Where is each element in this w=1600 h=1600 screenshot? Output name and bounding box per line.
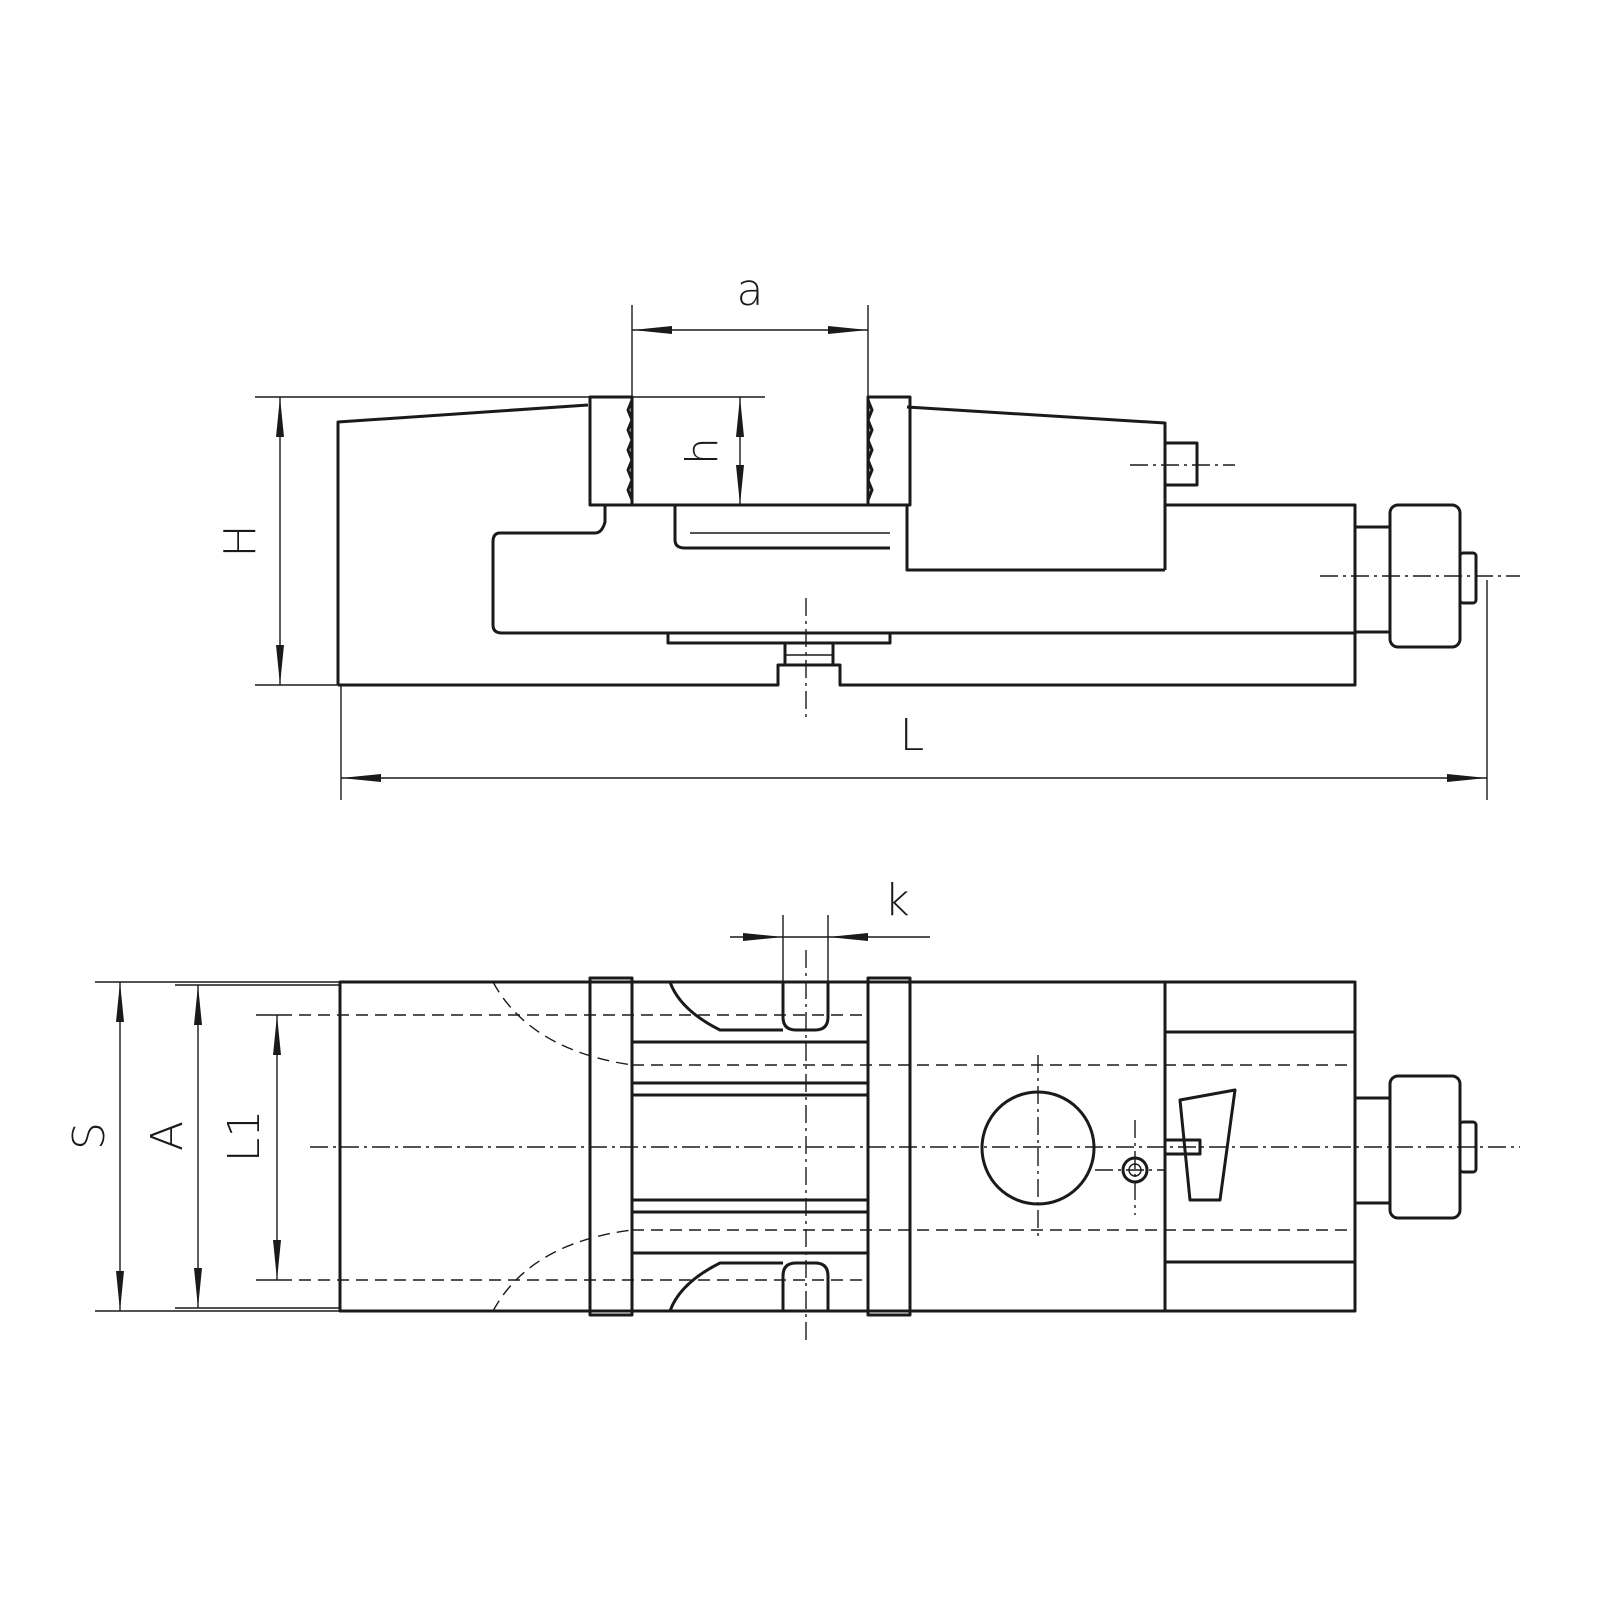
top-spindle <box>1353 1096 1392 1205</box>
dimension-k: k <box>730 875 930 982</box>
top-view: k S A L1 <box>64 875 1520 1345</box>
side-knob-nut <box>1458 551 1478 605</box>
side-jaw-teeth-left <box>626 399 634 501</box>
side-spindle <box>1353 525 1392 634</box>
dimension-H: H <box>215 396 590 686</box>
dimension-h: h <box>632 396 765 505</box>
top-base-body <box>338 980 1357 1313</box>
dimension-A: A <box>142 984 340 1309</box>
label-A: A <box>142 1121 193 1151</box>
side-jaw-teeth-right <box>866 399 874 501</box>
label-a: a <box>737 265 764 316</box>
label-S: S <box>64 1122 115 1150</box>
side-fixed-jaw <box>588 395 634 507</box>
side-bottom-key <box>666 633 892 665</box>
label-H: H <box>215 524 266 557</box>
side-view: a h H L <box>215 265 1520 800</box>
top-pawl <box>1178 1088 1237 1202</box>
dimension-a: a <box>631 265 869 397</box>
side-moving-jaw <box>866 395 912 507</box>
label-k: k <box>884 875 909 926</box>
dimension-L1: L1 <box>219 1014 281 1281</box>
label-L: L <box>900 710 925 761</box>
side-stop-pin <box>1163 441 1199 487</box>
label-L1: L1 <box>219 1110 270 1163</box>
label-h: h <box>677 437 728 465</box>
side-inner-slide <box>491 503 1355 635</box>
dimension-L: L <box>340 580 1488 800</box>
set-screw-icon <box>1095 1120 1165 1215</box>
side-slide-top <box>673 505 890 550</box>
dimension-S: S <box>64 981 340 1312</box>
